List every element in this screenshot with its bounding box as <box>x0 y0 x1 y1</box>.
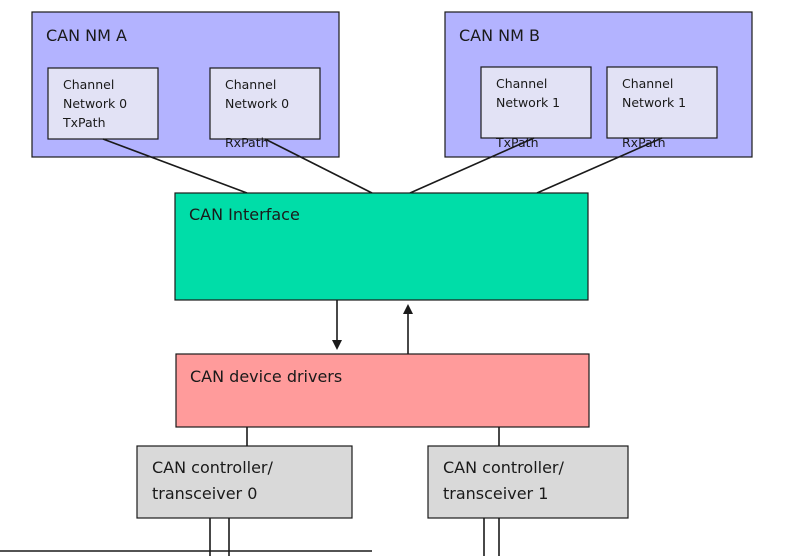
nm-b-channel-rxpath-line1: Channel <box>622 76 673 91</box>
controller-0-box <box>136 445 353 519</box>
nm-a-channel-rxpath-line3: RxPath <box>225 135 269 150</box>
can-device-drivers-title: CAN device drivers <box>190 367 342 386</box>
edge-nm-b-tx-to-interface <box>409 137 535 194</box>
nm-b-channel-txpath-box <box>480 66 592 139</box>
can-nm-b-group: CAN NM B Channel Network 1 TxPath Channe… <box>444 11 753 158</box>
can-nm-b-title: CAN NM B <box>459 26 540 45</box>
edge-nm-b-rx-to-interface <box>536 137 663 194</box>
controller-0-line1: CAN controller/ <box>152 458 274 477</box>
can-nm-a-group: CAN NM A Channel Network 0 TxPath Channe… <box>31 11 340 158</box>
controller-1-line1: CAN controller/ <box>443 458 565 477</box>
nm-a-channel-txpath-line3: TxPath <box>62 115 106 130</box>
nm-b-channel-txpath-line1: Channel <box>496 76 547 91</box>
nm-a-channel-txpath-line1: Channel <box>63 77 114 92</box>
nm-b-channel-rxpath-box <box>606 66 718 139</box>
nm-a-channel-rxpath-line2: Network 0 <box>225 96 289 111</box>
controller-1-line2: transceiver 1 <box>443 484 548 503</box>
nm-a-channel-txpath-line2: Network 0 <box>63 96 127 111</box>
can-interface-title: CAN Interface <box>189 205 300 224</box>
edge-nm-a-tx-to-interface <box>102 138 248 194</box>
can-device-drivers-box <box>175 353 590 428</box>
nm-b-channel-rxpath-line2: Network 1 <box>622 95 686 110</box>
nm-b-channel-txpath-line2: Network 1 <box>496 95 560 110</box>
can-nm-a-title: CAN NM A <box>46 26 127 45</box>
can-interface-box <box>174 192 589 301</box>
nm-a-channel-txpath-box <box>47 67 159 140</box>
edge-nm-a-rx-to-interface <box>264 138 373 194</box>
nm-b-channel-rxpath-line3: RxPath <box>622 135 666 150</box>
nm-b-channel-txpath-line3: TxPath <box>495 135 539 150</box>
controller-1-box <box>427 445 629 519</box>
controller-0-line2: transceiver 0 <box>152 484 257 503</box>
nm-a-channel-rxpath-box <box>209 67 321 140</box>
nm-a-channel-rxpath-line1: Channel <box>225 77 276 92</box>
